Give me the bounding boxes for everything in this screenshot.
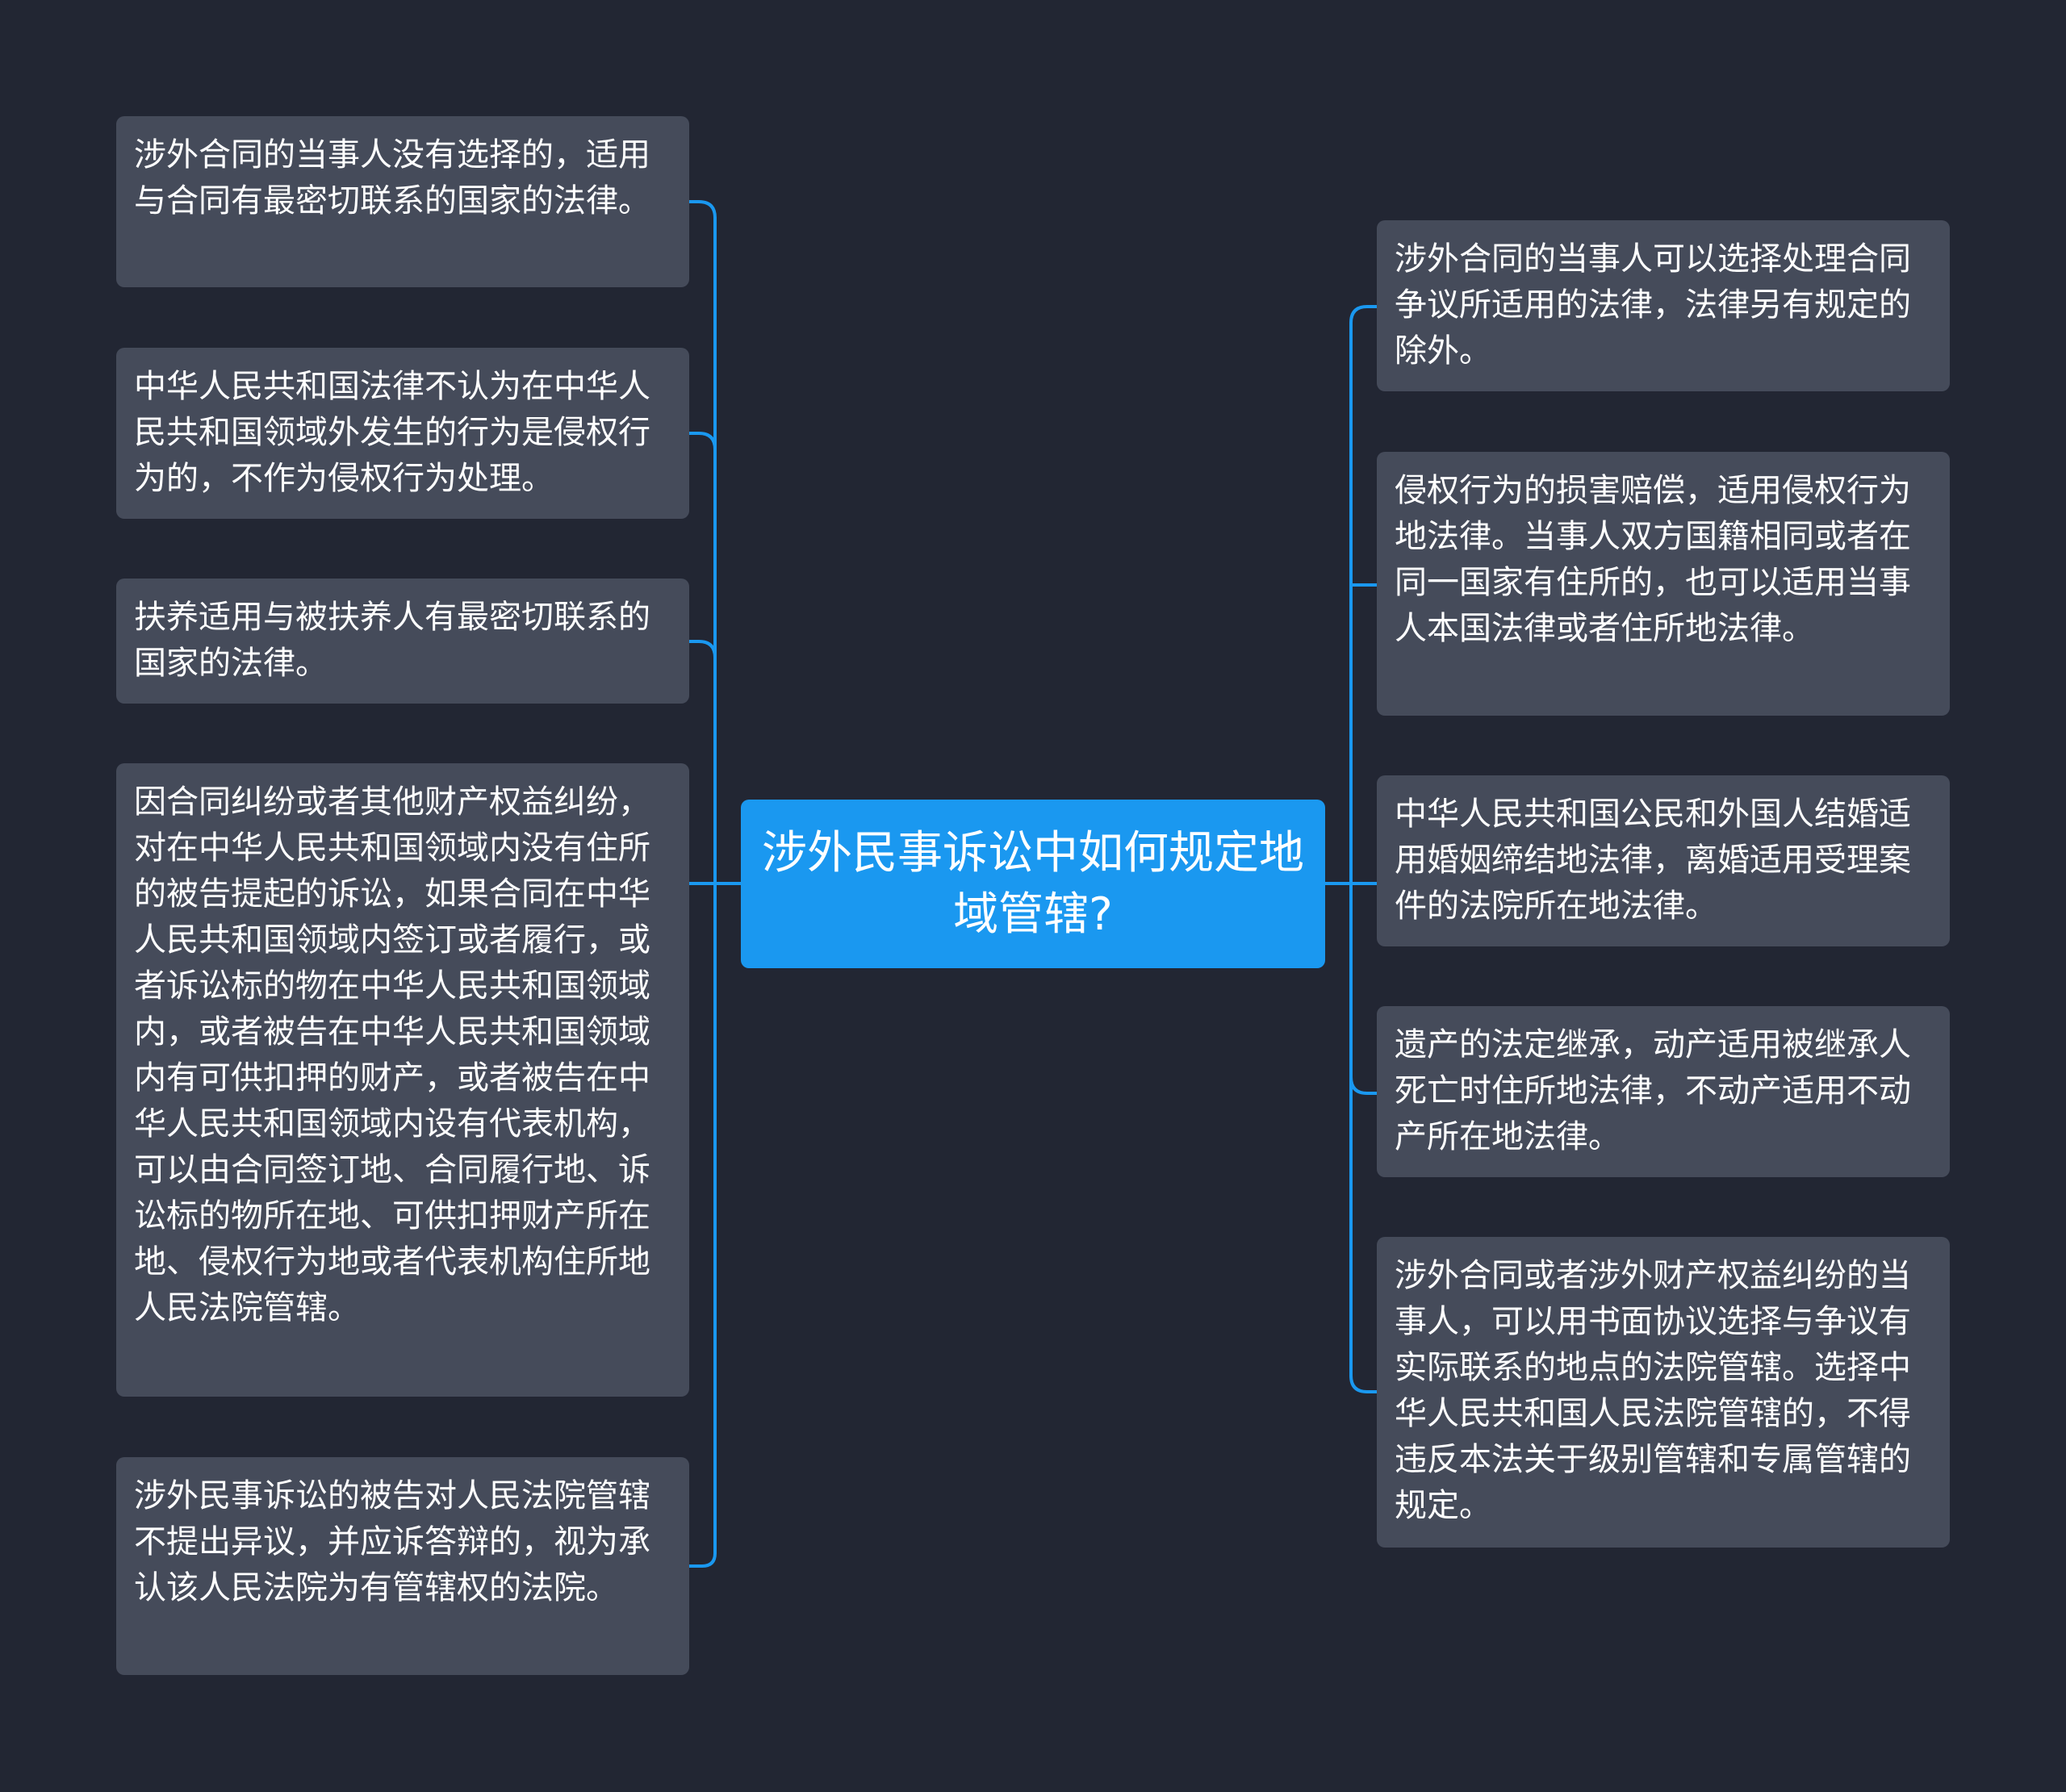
connector-left-2 xyxy=(688,432,717,451)
left-topic-4[interactable]: 因合同纠纷或者其他财产权益纠纷，对在中华人民共和国领域内没有住所的被告提起的诉讼… xyxy=(116,763,689,1397)
right-topic-1-text: 涉外合同的当事人可以选择处理合同争议所适用的法律，法律另有规定的除外。 xyxy=(1395,240,1911,370)
right-topic-2[interactable]: 侵权行为的损害赔偿，适用侵权行为地法律。当事人双方国籍相同或者在同一国家有住所的… xyxy=(1377,452,1950,716)
connector-left-1 xyxy=(688,200,717,219)
connector-right-5 xyxy=(1349,1374,1378,1393)
left-topic-2[interactable]: 中华人民共和国法律不认为在中华人民共和国领域外发生的行为是侵权行为的，不作为侵权… xyxy=(116,348,689,519)
right-topic-3[interactable]: 中华人民共和国公民和外国人结婚适用婚姻缔结地法律，离婚适用受理案件的法院所在地法… xyxy=(1377,775,1950,946)
connector-right-1 xyxy=(1349,305,1378,324)
left-topic-1-text: 涉外合同的当事人没有选择的，适用与合同有最密切联系的国家的法律。 xyxy=(134,136,650,219)
root-topic-text: 涉外民事诉讼中如何规定地域管辖? xyxy=(762,826,1304,941)
left-topic-5[interactable]: 涉外民事诉讼的被告对人民法院管辖不提出异议，并应诉答辩的，视为承认该人民法院为有… xyxy=(116,1457,689,1675)
connector-left-5 xyxy=(688,1552,717,1568)
left-topic-3-text: 扶养适用与被扶养人有最密切联系的国家的法律。 xyxy=(134,599,650,682)
right-topic-1[interactable]: 涉外合同的当事人可以选择处理合同争议所适用的法律，法律另有规定的除外。 xyxy=(1377,220,1950,391)
right-topic-4[interactable]: 遗产的法定继承，动产适用被继承人死亡时住所地法律，不动产适用不动产所在地法律。 xyxy=(1377,1006,1950,1177)
left-topic-2-text: 中华人民共和国法律不认为在中华人民共和国领域外发生的行为是侵权行为的，不作为侵权… xyxy=(134,368,650,497)
left-topic-4-text: 因合同纠纷或者其他财产权益纠纷，对在中华人民共和国领域内没有住所的被告提起的诉讼… xyxy=(134,783,650,1326)
connector-right-4 xyxy=(1349,1076,1378,1095)
left-topic-3[interactable]: 扶养适用与被扶养人有最密切联系的国家的法律。 xyxy=(116,579,689,704)
root-topic[interactable]: 涉外民事诉讼中如何规定地域管辖? xyxy=(741,800,1325,968)
left-topic-1[interactable]: 涉外合同的当事人没有选择的，适用与合同有最密切联系的国家的法律。 xyxy=(116,116,689,287)
right-topic-2-text: 侵权行为的损害赔偿，适用侵权行为地法律。当事人双方国籍相同或者在同一国家有住所的… xyxy=(1395,472,1911,647)
connector-left-3 xyxy=(688,640,717,659)
right-topic-5-text: 涉外合同或者涉外财产权益纠纷的当事人，可以用书面协议选择与争议有实际联系的地点的… xyxy=(1395,1257,1911,1524)
left-topic-5-text: 涉外民事诉讼的被告对人民法院管辖不提出异议，并应诉答辩的，视为承认该人民法院为有… xyxy=(134,1477,650,1606)
right-topic-3-text: 中华人民共和国公民和外国人结婚适用婚姻缔结地法律，离婚适用受理案件的法院所在地法… xyxy=(1395,796,1911,925)
right-topic-4-text: 遗产的法定继承，动产适用被继承人死亡时住所地法律，不动产适用不动产所在地法律。 xyxy=(1395,1026,1911,1155)
right-topic-5[interactable]: 涉外合同或者涉外财产权益纠纷的当事人，可以用书面协议选择与争议有实际联系的地点的… xyxy=(1377,1237,1950,1548)
